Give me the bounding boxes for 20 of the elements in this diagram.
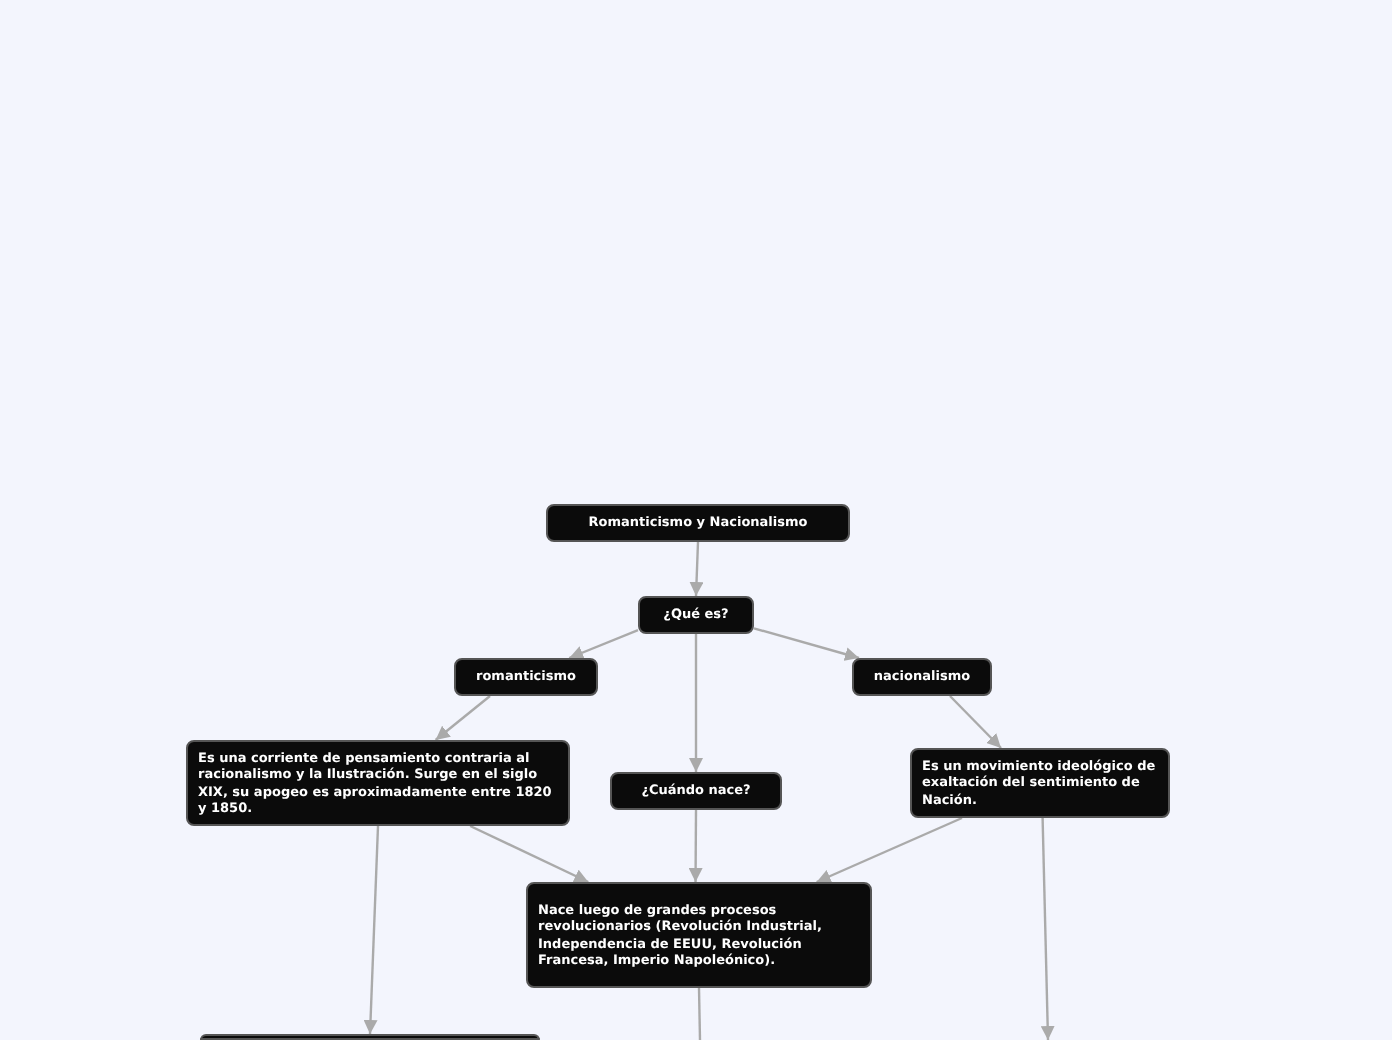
arrow <box>1040 817 1055 1040</box>
arrow <box>568 629 639 660</box>
arrow <box>753 627 860 661</box>
arrow <box>816 816 963 884</box>
topic-box <box>910 748 1170 818</box>
topic-box <box>454 658 598 696</box>
topic-box <box>852 658 992 696</box>
arrow <box>689 541 704 597</box>
topic-box <box>546 504 850 542</box>
arrow <box>434 695 491 741</box>
topic-box <box>526 882 872 988</box>
topic-box <box>610 772 782 810</box>
arrow <box>363 825 380 1035</box>
arrow <box>949 695 1002 749</box>
arrow <box>689 634 703 772</box>
topic-box <box>186 740 570 826</box>
arrow <box>688 810 703 882</box>
empty-box <box>200 1034 540 1040</box>
topic-box <box>638 596 754 634</box>
arrow <box>469 824 589 884</box>
